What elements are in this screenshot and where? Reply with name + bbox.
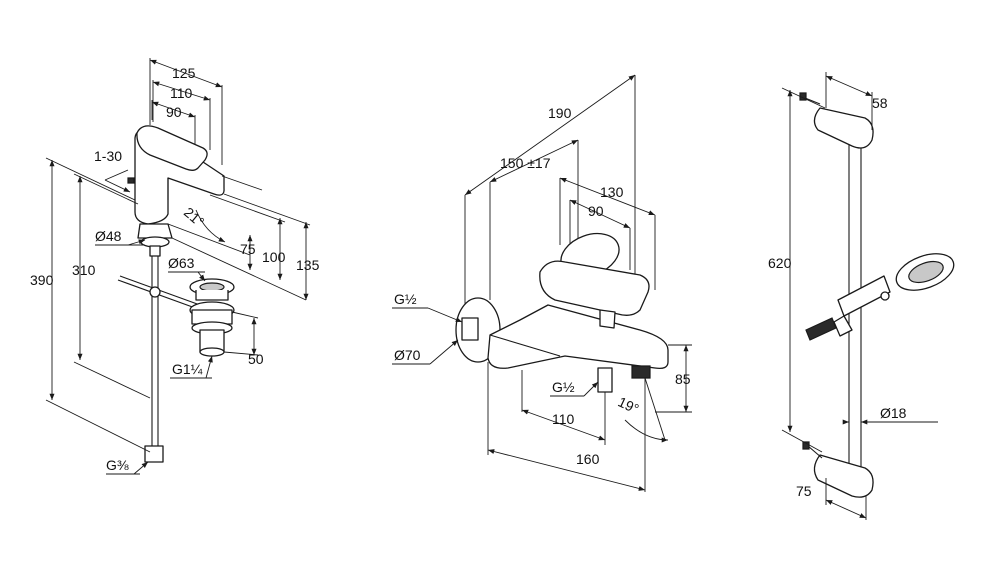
bath-angle-19: 19° [616,394,642,417]
bath-shower-outlet [597,367,613,393]
basin-dim-110: 110 [170,85,193,101]
rail-dim-620: 620 [768,255,792,271]
basin-total-height-dims [45,157,151,453]
basin-dim-75: 75 [240,241,256,257]
basin-dim-d48: Ø48 [95,228,122,244]
bath-dim-160: 160 [576,451,600,467]
basin-dim-100: 100 [262,249,286,265]
bath-lever-stem [599,309,616,329]
bath-mixer-drawing: 190 150 ±17 130 90 G½ Ø70 G½ 85 [392,74,692,492]
basin-popup-rod-stub [127,177,135,184]
basin-dim-135: 135 [296,257,320,273]
rail-dim-58: 58 [872,95,888,111]
basin-dim-90: 90 [166,104,182,120]
bath-dim-90: 90 [588,203,604,219]
basin-lever-handle [136,125,208,171]
bath-mixer-lever [539,260,650,316]
bath-dim-150: 150 ±17 [500,155,551,171]
basin-width-dims [149,59,223,118]
bath-mixer-body [487,304,669,370]
bath-thread-g12-left: G½ [394,291,417,307]
basin-dim-125: 125 [172,65,196,81]
basin-hose-connector [144,445,164,463]
bath-thread-g12-bottom: G½ [552,379,575,395]
basin-base-flange [137,223,173,239]
rail-bottom-bracket [813,454,874,498]
basin-angle-21: 21° [181,204,208,230]
shower-hose-connector [805,317,837,341]
basin-mixer-drawing: 125 110 90 1-30 Ø48 21° [30,58,320,475]
rail-dim-d18: Ø18 [880,405,907,421]
hand-shower [805,253,955,341]
bath-top-dims [464,74,656,310]
basin-thread-g38: G⅜ [106,457,129,473]
bath-dim-85: 85 [675,371,691,387]
basin-rod-clamp [149,286,161,298]
basin-dim-310: 310 [72,262,96,278]
basin-dim-50: 50 [248,351,264,367]
basin-height-dims [167,175,311,301]
basin-mount-nut [149,245,161,257]
bath-dim-d70: Ø70 [394,347,421,363]
rail-top-bracket [813,107,874,149]
basin-dim-1-30: 1-30 [94,148,122,164]
bath-spout-aerator [631,365,651,379]
bath-eccentric-connector [461,317,479,341]
basin-dim-390: 390 [30,272,54,288]
rail-dim-75: 75 [796,483,812,499]
basin-thread-g114: G1¼ [172,361,203,377]
bath-dim-110: 110 [552,411,575,427]
shower-rail-drawing: 58 620 Ø18 75 [768,72,955,520]
basin-waste-valve [189,278,235,357]
bath-dim-190: 190 [548,105,572,121]
bath-dim-130: 130 [600,184,624,200]
basin-dim-d63: Ø63 [168,255,195,271]
shower-slider [833,315,853,337]
